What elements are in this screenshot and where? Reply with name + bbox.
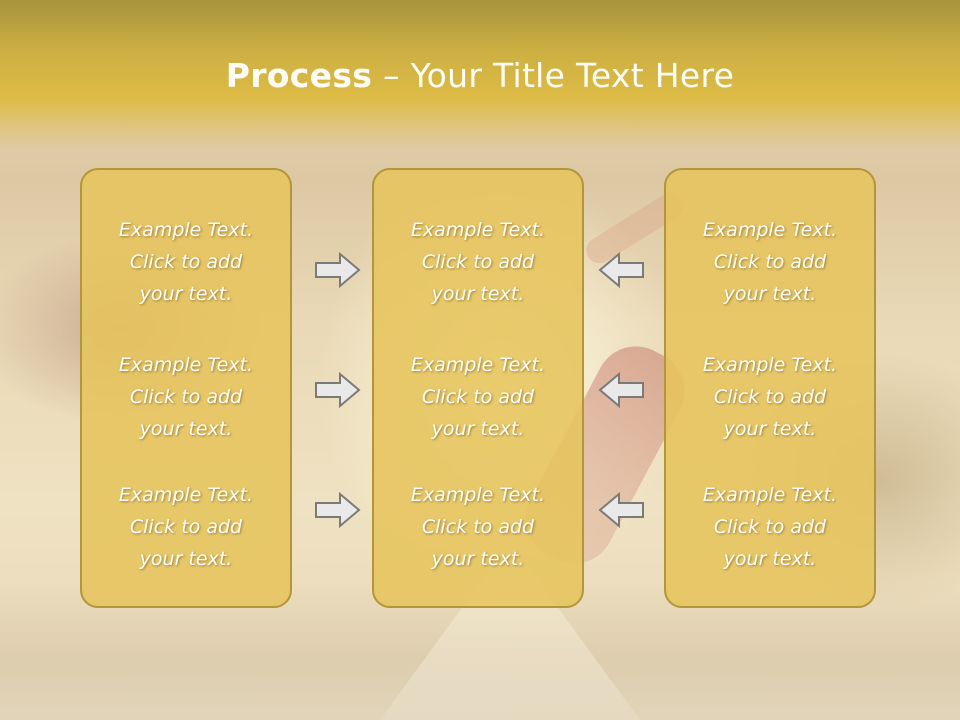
text-line: your text.	[139, 548, 233, 570]
text-line: Example Text.	[702, 354, 838, 376]
text-line: Example Text.	[702, 219, 838, 241]
arrow-right-icon	[315, 251, 361, 289]
text-line: Example Text.	[410, 354, 546, 376]
text-line: your text.	[431, 418, 525, 440]
text-line: Click to add	[713, 516, 827, 538]
text-line: Example Text.	[118, 484, 254, 506]
process-panel-middle[interactable]: Example Text. Click to add your text. Ex…	[372, 168, 584, 608]
text-line: your text.	[723, 418, 817, 440]
slide-title[interactable]: Process – Your Title Text Here	[0, 56, 960, 95]
text-line: Click to add	[129, 386, 243, 408]
text-block[interactable]: Example Text. Click to add your text.	[374, 214, 582, 310]
arrow-right-icon	[315, 491, 361, 529]
process-panel-right[interactable]: Example Text. Click to add your text. Ex…	[664, 168, 876, 608]
text-line: Click to add	[421, 516, 535, 538]
text-line: Click to add	[129, 516, 243, 538]
text-line: your text.	[139, 418, 233, 440]
text-line: Example Text.	[702, 484, 838, 506]
text-line: Click to add	[713, 251, 827, 273]
text-block[interactable]: Example Text. Click to add your text.	[374, 349, 582, 445]
text-block[interactable]: Example Text. Click to add your text.	[82, 214, 290, 310]
text-line: Example Text.	[118, 354, 254, 376]
text-line: Example Text.	[118, 219, 254, 241]
text-line: Example Text.	[410, 484, 546, 506]
title-band	[0, 0, 960, 150]
text-line: your text.	[723, 548, 817, 570]
text-block[interactable]: Example Text. Click to add your text.	[666, 214, 874, 310]
text-line: your text.	[723, 283, 817, 305]
text-line: Click to add	[421, 251, 535, 273]
text-line: your text.	[139, 283, 233, 305]
text-line: Example Text.	[410, 219, 546, 241]
arrow-left-icon	[598, 371, 644, 409]
title-rest: – Your Title Text Here	[372, 56, 735, 95]
text-line: Click to add	[129, 251, 243, 273]
text-block[interactable]: Example Text. Click to add your text.	[82, 479, 290, 575]
text-block[interactable]: Example Text. Click to add your text.	[666, 349, 874, 445]
process-panel-left[interactable]: Example Text. Click to add your text. Ex…	[80, 168, 292, 608]
title-bold: Process	[225, 56, 373, 95]
text-line: your text.	[431, 283, 525, 305]
text-block[interactable]: Example Text. Click to add your text.	[374, 479, 582, 575]
arrow-left-icon	[598, 491, 644, 529]
text-line: Click to add	[713, 386, 827, 408]
text-line: your text.	[431, 548, 525, 570]
text-line: Click to add	[421, 386, 535, 408]
text-block[interactable]: Example Text. Click to add your text.	[82, 349, 290, 445]
arrow-left-icon	[598, 251, 644, 289]
text-block[interactable]: Example Text. Click to add your text.	[666, 479, 874, 575]
arrow-right-icon	[315, 371, 361, 409]
